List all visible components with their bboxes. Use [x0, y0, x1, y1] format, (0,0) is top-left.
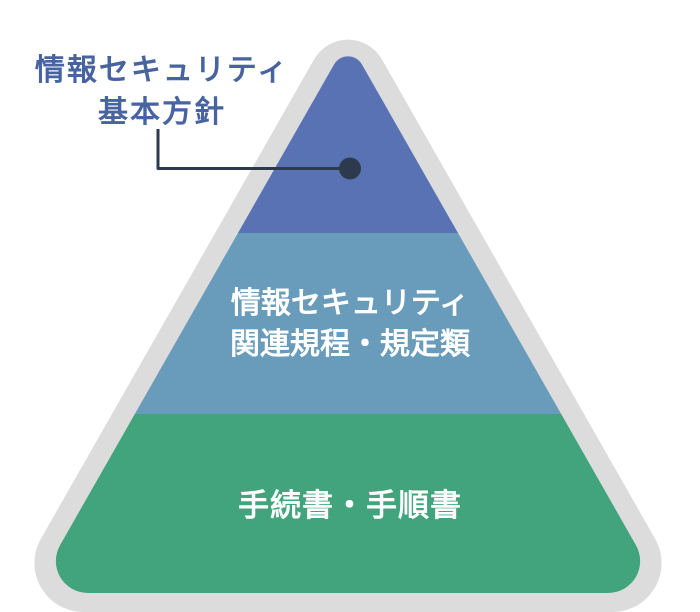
regulations-label-line1: 情報セキュリティ	[230, 286, 470, 321]
callout-line	[156, 129, 340, 170]
policy-label-line1: 情報セキュリティ	[34, 53, 290, 88]
procedures-label-line1: 手続書・手順書	[238, 488, 462, 524]
policy-label: 情報セキュリティ 基本方針	[20, 50, 304, 134]
callout-dot	[339, 157, 361, 180]
procedures-label: 手続書・手順書	[160, 487, 540, 525]
layer-bottom-procedures	[55, 414, 641, 593]
regulations-label: 情報セキュリティ 関連規程・規定類	[160, 283, 540, 365]
regulations-label-line2: 関連規程・規定類	[230, 327, 470, 362]
policy-label-line2: 基本方針	[98, 95, 226, 130]
